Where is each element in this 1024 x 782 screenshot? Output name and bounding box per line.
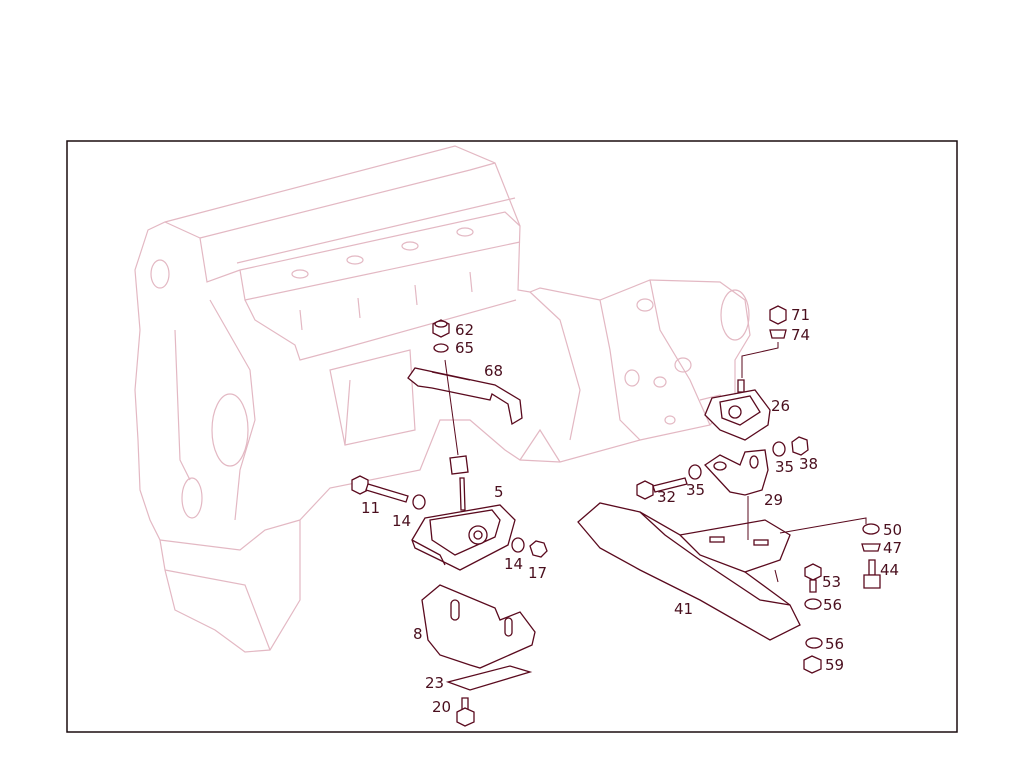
part-label-65: 65: [455, 339, 474, 357]
part-label-68: 68: [484, 362, 503, 380]
nut-71-icon: [769, 305, 787, 325]
part-label-32: 32: [657, 488, 676, 506]
washer-56-lower-icon: [805, 637, 823, 649]
engine-mount-5-icon: [411, 504, 516, 571]
shim-23-icon: [445, 665, 533, 691]
part-label-35-lower: 35: [686, 481, 705, 499]
part-label-53: 53: [822, 573, 841, 591]
washer-35-lower-icon: [688, 464, 702, 480]
washer-74-icon: [769, 329, 787, 339]
part-label-38: 38: [799, 455, 818, 473]
washer-56-upper-icon: [804, 598, 822, 610]
part-label-14-right: 14: [504, 555, 523, 573]
washer-14-right-icon: [511, 537, 525, 553]
engine-background-drawing: [134, 145, 751, 653]
nut-59-icon: [803, 655, 822, 674]
part-labels: 62 65 68 5 11 14 14 17 8 23 20 71 74 26 …: [361, 306, 902, 716]
nut-38-icon: [791, 436, 809, 456]
part-label-41: 41: [674, 600, 693, 618]
part-label-8: 8: [413, 625, 423, 643]
diagram-border: [66, 140, 958, 733]
bolt-53-icon: [804, 563, 822, 593]
part-label-11: 11: [361, 499, 380, 517]
transmission-mount-26-icon: [704, 379, 771, 441]
part-label-14-left: 14: [392, 512, 411, 530]
cup-47-icon: [861, 543, 881, 552]
washer-35-upper-icon: [772, 441, 786, 457]
part-label-20: 20: [432, 698, 451, 716]
part-label-71: 71: [791, 306, 810, 324]
bolt-20-icon: [456, 697, 475, 727]
parts-drawing: [351, 305, 881, 727]
part-label-29: 29: [764, 491, 783, 509]
nut-17-icon: [529, 540, 548, 558]
part-label-74: 74: [791, 326, 810, 344]
bolt-11-icon: [351, 475, 409, 503]
crossmember-41-icon: [577, 502, 801, 641]
part-label-50: 50: [883, 521, 902, 539]
part-label-5: 5: [494, 483, 504, 501]
bolt-44-icon: [863, 559, 881, 589]
part-label-59: 59: [825, 656, 844, 674]
part-label-44: 44: [880, 561, 899, 579]
washer-65-icon: [433, 343, 449, 353]
part-label-47: 47: [883, 539, 902, 557]
bushing-icon: [449, 455, 469, 475]
part-label-56-lower: 56: [825, 635, 844, 653]
washer-14-left-icon: [412, 494, 426, 510]
bracket-29-icon: [704, 449, 769, 496]
bracket-68-icon: [407, 367, 523, 426]
part-label-56-upper: 56: [823, 596, 842, 614]
part-label-62: 62: [455, 321, 474, 339]
washer-50-icon: [862, 523, 880, 535]
part-label-26: 26: [771, 397, 790, 415]
nut-62-icon: [432, 319, 450, 338]
part-label-23: 23: [425, 674, 444, 692]
bracket-8-icon: [421, 584, 536, 669]
part-label-17: 17: [528, 564, 547, 582]
part-label-35-upper: 35: [775, 458, 794, 476]
bolt-32-icon: [636, 477, 688, 500]
